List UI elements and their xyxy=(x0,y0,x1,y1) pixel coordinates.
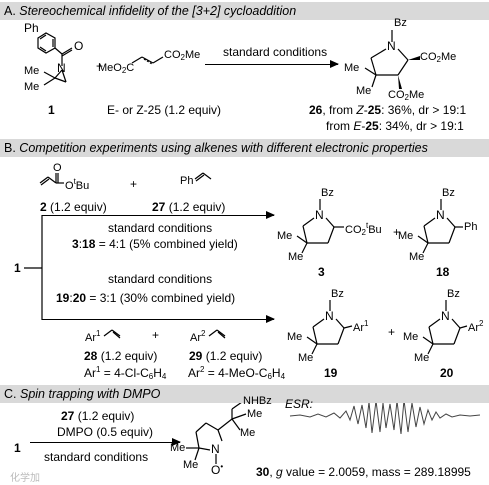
panel-b-top-arrow xyxy=(42,209,275,221)
product-19-me-2: Me xyxy=(298,352,314,364)
product-3-bz: Bz xyxy=(321,187,334,199)
panel-b-bottom-arrow xyxy=(42,313,275,325)
product-20-me-1: Me xyxy=(403,331,419,343)
product-19-n: N xyxy=(325,309,334,323)
product-3-n: N xyxy=(315,208,324,222)
product-3-label: 3 xyxy=(318,265,325,279)
plus-sign-c: + xyxy=(152,328,160,342)
panel-b-title: Competition experiments using alkenes wi… xyxy=(19,141,428,155)
styrene-ph-label: Ph xyxy=(180,175,194,187)
panel-b-bottom-arrow-label: standard conditions xyxy=(108,272,213,286)
adduct-me-3: Me xyxy=(170,442,186,454)
panel-a-result-1: 26, from Z-25: 36%, dr > 19:1 xyxy=(309,103,467,117)
product-18-n: N xyxy=(436,208,445,222)
plus-sign-a: + xyxy=(96,59,104,73)
product-18-ph: Ph xyxy=(464,221,478,233)
product-20-ar2: Ar2 xyxy=(468,319,484,334)
product-19-bz: Bz xyxy=(331,288,344,300)
product-3-me-1: Me xyxy=(277,230,293,242)
product-26-co2me-bottom: CO2Me xyxy=(388,89,425,102)
alkene-meo2c-label: MeO2C xyxy=(98,62,135,75)
product-26-me-1: Me xyxy=(344,62,360,74)
panel-c-arrow-label: standard conditions xyxy=(44,450,149,464)
product-19-label: 19 xyxy=(324,366,338,380)
panel-b-label: B. xyxy=(4,141,16,155)
adduct-nhbz: NHBz xyxy=(243,395,272,407)
panel-a-title: Stereochemical infidelity of the [3+2] c… xyxy=(19,4,297,18)
esr-label: ESR: xyxy=(285,397,314,411)
panel-c-dmpo: DMPO (0.5 equiv) xyxy=(57,425,154,439)
product-20-bz: Bz xyxy=(447,288,460,300)
panel-a-label: A. xyxy=(4,4,16,18)
product-18-label: 18 xyxy=(436,265,450,279)
aziridine-me-2: Me xyxy=(24,81,40,93)
plus-sign-d: + xyxy=(393,225,401,239)
product-26-bz: Bz xyxy=(394,17,407,29)
reagent-2-equiv: 2 (1.2 equiv) xyxy=(40,200,107,214)
product-18-me-1: Me xyxy=(398,230,414,242)
panel-b-top-arrow-label: standard conditions xyxy=(108,221,213,235)
product-19-ar1: Ar1 xyxy=(353,319,369,334)
acrylate-otbu-label: OtBu xyxy=(65,177,90,192)
product-3-me-2: Me xyxy=(288,251,304,263)
product-26-n: N xyxy=(387,39,396,53)
plus-sign-b: + xyxy=(130,177,138,191)
product-18-bz: Bz xyxy=(442,187,455,199)
alkene-25-equiv: E- or Z-25 (1.2 equiv) xyxy=(107,103,222,117)
panel-b-header: B. Competition experiments using alkenes… xyxy=(4,142,428,155)
product-3-co2tbu: CO2tBu xyxy=(345,221,382,237)
acrylate-o-label: O xyxy=(53,162,62,174)
panel-c-title: Spin trapping with DMPO xyxy=(19,387,161,401)
reagent-29-equiv: 29 (1.2 equiv) xyxy=(189,349,263,363)
panel-b-header-band xyxy=(0,139,489,157)
ar1-definition: Ar1 = 4-Cl-C6H4 xyxy=(84,365,167,381)
panel-c-left-label: 1 xyxy=(14,441,21,455)
reagent-28-equiv: 28 (1.2 equiv) xyxy=(84,349,158,363)
panel-b-left-label: 1 xyxy=(14,261,21,275)
panel-a-result-2: from E-25: 34%, dr > 19:1 xyxy=(326,119,464,133)
panel-c-reagent-27: 27 (1.2 equiv) xyxy=(61,409,135,423)
adduct-me-4: Me xyxy=(183,459,199,471)
product-18-me-2: Me xyxy=(409,251,425,263)
panel-b-top-ratio: 3:18 = 4:1 (5% combined yield) xyxy=(72,237,238,251)
panel-a-header: A. Stereochemical infidelity of the [3+2… xyxy=(4,5,296,18)
watermark: 化学加 xyxy=(10,473,40,484)
phenyl-label: Ph xyxy=(24,21,39,35)
adduct-me-2: Me xyxy=(240,427,256,439)
alkene-28-ar1: Ar1 xyxy=(85,329,101,344)
carbonyl-o-label: O xyxy=(74,39,84,53)
alkene-co2me-label: CO2Me xyxy=(164,49,201,62)
panel-a-reaction-arrow xyxy=(205,58,339,70)
compound-1-label: 1 xyxy=(48,103,55,117)
aziridine-n-label: N xyxy=(57,61,66,75)
adduct-n: N xyxy=(211,442,220,456)
adduct-o-radical: O• xyxy=(211,462,224,477)
adduct-me-1: Me xyxy=(247,408,263,420)
panel-a-arrow-label: standard conditions xyxy=(223,45,328,59)
product-20-label: 20 xyxy=(440,366,454,380)
ar2-definition: Ar2 = 4-MeO-C6H4 xyxy=(188,365,286,381)
reagent-27-equiv: 27 (1.2 equiv) xyxy=(152,200,226,214)
panel-a-header-band xyxy=(0,2,489,20)
panel-c-header-band xyxy=(0,385,489,403)
panel-c-label: C. xyxy=(4,387,17,401)
panel-c-header: C. Spin trapping with DMPO xyxy=(4,388,160,401)
product-19-me-1: Me xyxy=(287,331,303,343)
product-20-me-2: Me xyxy=(414,352,430,364)
adduct-30-data: 30, g value = 2.0059, mass = 289.18995 xyxy=(256,465,471,479)
esr-spectrum-trace xyxy=(290,400,480,434)
panel-b-bottom-ratio: 19:20 = 3:1 (30% combined yield) xyxy=(56,291,236,305)
plus-sign-e: + xyxy=(388,325,396,339)
alkene-29-ar2: Ar2 xyxy=(190,329,206,344)
panel-c-arrow xyxy=(30,436,181,448)
product-26-me-2: Me xyxy=(356,85,372,97)
product-20-n: N xyxy=(441,309,450,323)
product-26-co2me-top: CO2Me xyxy=(420,51,457,64)
aziridine-me-1: Me xyxy=(24,65,40,77)
